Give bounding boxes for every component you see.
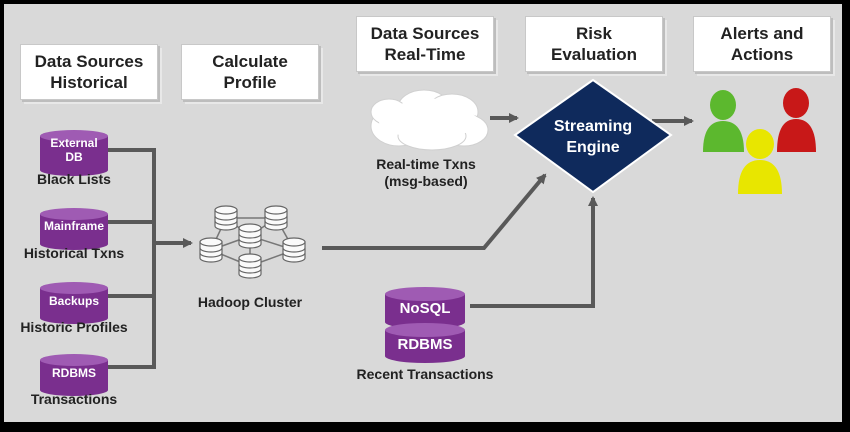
- streaming-engine-label: Streaming Engine: [553, 118, 633, 156]
- streaming-engine-diamond: [513, 78, 673, 194]
- caption-historic-profiles: Historic Profiles: [20, 319, 128, 335]
- bus-line: [106, 148, 156, 369]
- db-label-external: External DB: [50, 136, 98, 164]
- header-risk-evaluation: Risk Evaluation: [525, 16, 663, 72]
- person-icon-green: [703, 90, 744, 152]
- caption-hadoop-cluster: Hadoop Cluster: [197, 294, 303, 310]
- caption-realtime-txns: Real-time Txns (msg-based): [376, 156, 476, 189]
- person-icon-yellow: [738, 129, 782, 194]
- recent-to-engine-arrow: [470, 196, 598, 308]
- hadoop-node-icon: [264, 205, 288, 231]
- db-label-rdbms: RDBMS: [52, 366, 96, 380]
- recent-db-stack: [385, 287, 465, 363]
- db-cylinder-mainframe: [40, 208, 108, 250]
- connectors: [40, 78, 816, 396]
- caption-recent-transactions: Recent Transactions: [356, 366, 494, 382]
- header-alerts-actions: Alerts and Actions: [693, 16, 831, 72]
- hadoop-node-icon: [282, 237, 306, 263]
- caption-transactions: Transactions: [30, 391, 118, 407]
- db-cylinder-external: [40, 130, 108, 176]
- diagram-canvas: Data Sources Historical Calculate Profil…: [4, 4, 842, 422]
- hadoop-to-engine-arrow: [322, 173, 547, 250]
- person-icon-red: [777, 88, 816, 152]
- hadoop-cluster-icon: [199, 205, 306, 279]
- caption-black-lists: Black Lists: [37, 171, 111, 187]
- hadoop-node-icon: [238, 253, 262, 279]
- db-cylinder-rdbms: [40, 354, 108, 396]
- hadoop-node-icon: [214, 205, 238, 231]
- header-historical: Data Sources Historical: [20, 44, 158, 100]
- people-icons: [703, 88, 816, 194]
- db-label-backups: Backups: [48, 294, 100, 308]
- db-cylinder-backups: [40, 282, 108, 324]
- header-calculate-profile: Calculate Profile: [181, 44, 319, 100]
- caption-historical-txns: Historical Txns: [23, 245, 125, 261]
- db-label-mainframe: Mainframe: [43, 219, 105, 233]
- db-label-nosql: NoSQL: [399, 300, 451, 317]
- header-realtime: Data Sources Real-Time: [356, 16, 494, 72]
- hadoop-node-icon: [238, 223, 262, 249]
- hadoop-node-icon: [199, 237, 223, 263]
- db-label-recent-rdbms: RDBMS: [397, 336, 453, 353]
